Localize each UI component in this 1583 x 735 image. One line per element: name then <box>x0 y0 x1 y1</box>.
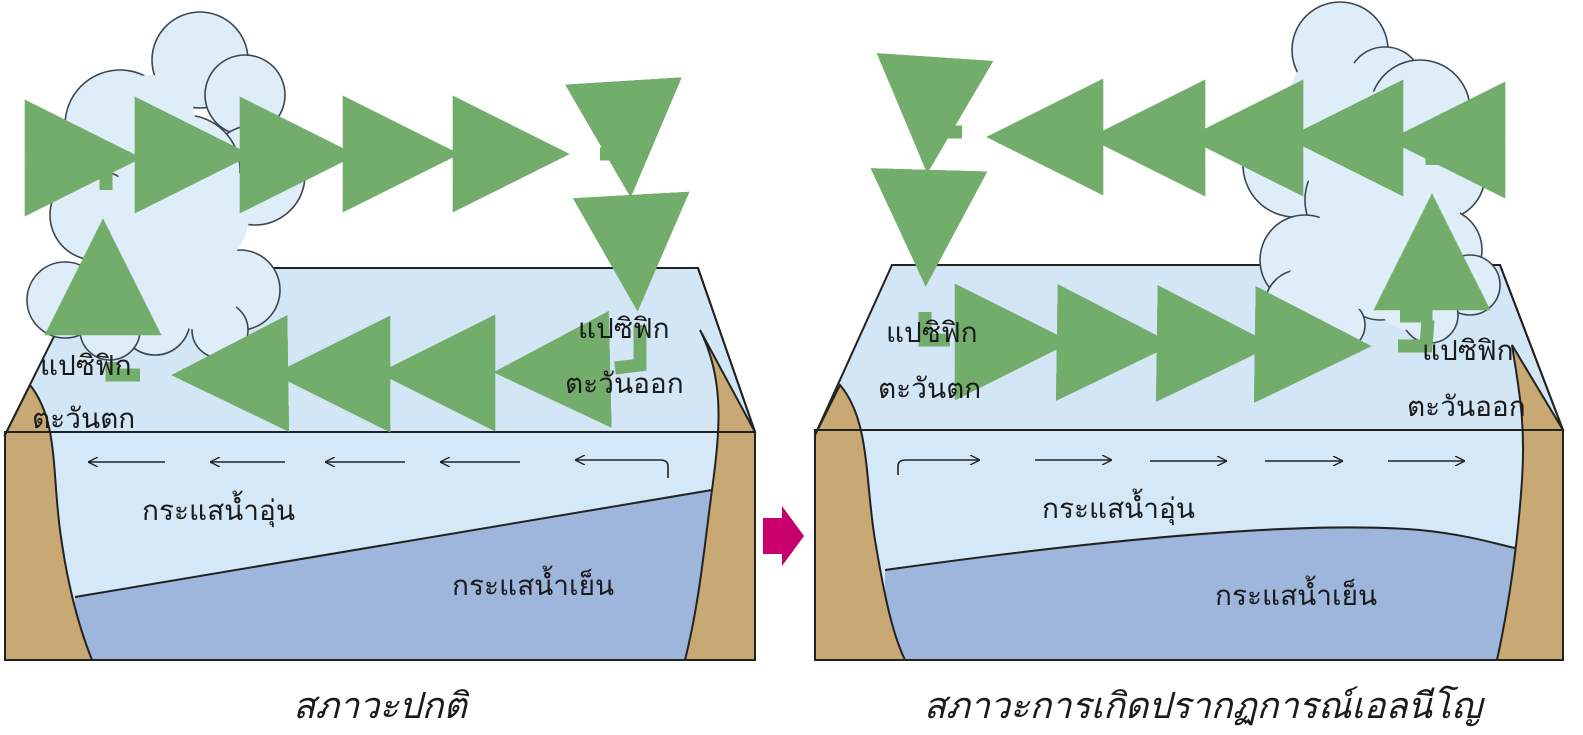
elnino-caption: สภาวะการเกิดปรากฏการณ์เอลนีโญ <box>924 685 1485 727</box>
warm-current-label: กระแสน้ำอุ่น <box>142 490 295 528</box>
west-pacific-label-line1: แปซิฟิก <box>40 350 132 381</box>
cold-current-label: กระแสน้ำเย็น <box>1215 575 1377 611</box>
ocean-current-elnino <box>897 460 1465 475</box>
west-pacific-label-line1: แปซิฟิก <box>886 317 978 348</box>
west-pacific-label-line2: ตะวันตก <box>32 403 135 434</box>
cold-water-layer <box>885 527 1563 660</box>
normal-caption: สภาวะปกติ <box>293 685 469 726</box>
east-pacific-label-line2: ตะวันออก <box>565 368 684 399</box>
cloud-cluster-west <box>26 11 306 361</box>
elnino-panel: แปซิฟิก ตะวันตก แปซิฟิก ตะวันออก กระแสน้… <box>813 1 1565 727</box>
thermocline-line <box>74 489 713 598</box>
warm-current-label: กระแสน้ำอุ่น <box>1042 488 1195 526</box>
thermocline-line <box>884 526 1516 571</box>
air-circulation-normal <box>24 77 690 433</box>
normal-panel: แปซิฟิก ตะวันตก แปซิฟิก ตะวันออก กระแสน้… <box>3 11 757 726</box>
east-pacific-label-line2: ตะวันออก <box>1407 391 1526 422</box>
west-land <box>4 383 94 661</box>
air-circulation-elnino <box>870 53 1506 403</box>
cold-water-layer <box>75 490 755 660</box>
cloud-cluster-east <box>1242 1 1501 351</box>
east-pacific-label-line1: แปซิฟิก <box>1422 335 1514 366</box>
ocean-current-normal <box>88 460 669 478</box>
east-land <box>1495 344 1564 661</box>
cold-current-label: กระแสน้ำเย็น <box>452 565 614 601</box>
east-land <box>683 329 756 661</box>
transition-arrow <box>763 506 804 566</box>
west-pacific-label-line2: ตะวันตก <box>878 373 981 404</box>
east-pacific-label-line1: แปซิฟิก <box>578 313 670 344</box>
west-land <box>814 383 907 661</box>
